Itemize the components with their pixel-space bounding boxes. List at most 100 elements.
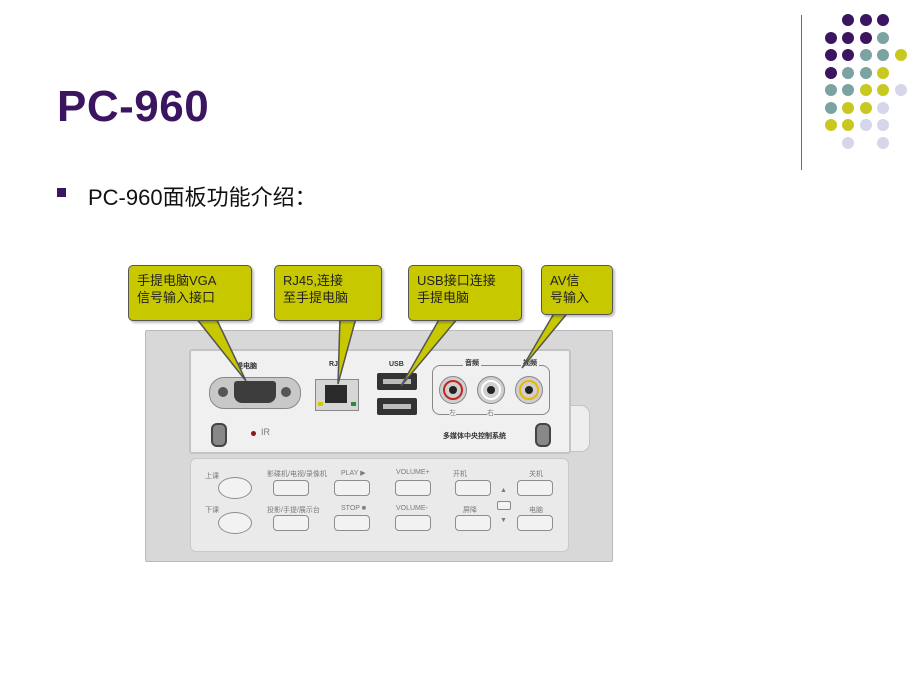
av-source-button[interactable] <box>273 480 309 496</box>
connector-plate: 提电脑 RJ USB 音频 视频 左 右 IR 多媒体中央控制系统 <box>189 349 571 454</box>
usb-contact-icon <box>383 404 411 409</box>
callout-rj45: RJ45,连接 至手提电脑 <box>274 265 382 321</box>
button-label: 开机 <box>453 471 467 478</box>
decorative-dot <box>859 119 872 131</box>
led-icon <box>351 402 356 406</box>
class-start-button[interactable] <box>218 477 252 499</box>
callout-pointer <box>521 309 572 369</box>
class-end-label: 下课 <box>205 507 219 514</box>
video-rca-icon <box>515 376 543 404</box>
decorative-dot <box>877 31 889 44</box>
down-arrow-icon: ▼ <box>500 517 507 524</box>
button-strip: 上课 下课 影碟机/电视/录像机 PLAY ▶ VOLUME+ 开机 关机 投影… <box>190 458 569 552</box>
screen-down-button[interactable] <box>455 515 491 531</box>
panel-screw-icon <box>211 423 227 447</box>
left-channel-label: 左 <box>449 408 456 418</box>
callout-line: 手提电脑VGA <box>137 273 217 288</box>
callout-line: 号输入 <box>550 290 590 305</box>
decorative-dot <box>824 84 837 96</box>
callout-vga: 手提电脑VGA 信号输入接口 <box>128 265 252 321</box>
button-label: STOP ■ <box>341 505 366 512</box>
bullet-marker <box>57 188 66 197</box>
av-input-group: 音频 视频 左 右 <box>432 358 550 418</box>
class-start-label: 上课 <box>205 473 219 480</box>
callout-pointer <box>400 317 460 387</box>
decorative-dot <box>877 136 889 149</box>
vga-screw-icon <box>218 387 228 397</box>
button-label: 影碟机/电视/录像机 <box>267 471 327 478</box>
decorative-dot <box>824 31 837 44</box>
callout-line: 信号输入接口 <box>137 290 216 305</box>
audio-label: 音频 <box>463 358 481 368</box>
button-label: 电脑 <box>529 507 543 514</box>
callout-av: AV信 号输入 <box>541 265 613 315</box>
usb-label: USB <box>389 361 404 368</box>
callout-pointer <box>337 317 357 385</box>
decorative-dot <box>842 31 854 44</box>
decorative-dot <box>859 31 872 44</box>
ir-label: IR <box>261 427 270 437</box>
play-button[interactable] <box>334 480 370 496</box>
decorative-dot <box>859 49 872 61</box>
up-arrow-icon: ▲ <box>500 487 507 494</box>
callout-line: RJ45,连接 <box>283 273 343 288</box>
bullet-text: PC-960面板功能介绍： <box>88 185 317 210</box>
decorative-dot <box>842 84 854 96</box>
projector-source-button[interactable] <box>273 515 309 531</box>
callout-line: 手提电脑 <box>417 290 470 305</box>
vga-socket-icon <box>234 381 276 403</box>
decorative-dot <box>877 84 889 96</box>
decorative-dot <box>842 136 854 149</box>
decorative-dot-grid <box>0 0 920 200</box>
decorative-dot <box>859 66 872 79</box>
button-label: 屏降 <box>463 507 477 514</box>
button-label: PLAY ▶ <box>341 470 366 477</box>
decorative-dot <box>824 49 837 61</box>
volume-down-button[interactable] <box>395 515 431 531</box>
callout-usb: USB接口连接 手提电脑 <box>408 265 522 321</box>
right-channel-label: 右 <box>487 408 494 418</box>
audio-right-rca-icon <box>477 376 505 404</box>
mini-switch[interactable] <box>497 501 511 510</box>
vga-label: 提电脑 <box>236 363 257 370</box>
decorative-dot <box>824 101 837 114</box>
decorative-dot <box>824 119 837 131</box>
computer-button[interactable] <box>517 515 553 531</box>
decorative-dot <box>877 14 889 26</box>
slide-title: PC-960 <box>57 82 210 131</box>
class-end-button[interactable] <box>218 512 252 534</box>
button-label: VOLUME+ <box>396 469 430 476</box>
button-label: 投影/手提/展示台 <box>267 507 320 514</box>
decorative-dot <box>842 101 854 114</box>
decorative-dot <box>877 101 889 114</box>
ir-sensor-icon <box>251 431 256 436</box>
decorative-dot <box>859 84 872 96</box>
led-icon <box>318 402 323 406</box>
brand-label: 多媒体中央控制系统 <box>443 433 506 440</box>
power-off-button[interactable] <box>517 480 553 496</box>
decorative-dot <box>842 66 854 79</box>
button-label: 关机 <box>529 471 543 478</box>
volume-up-button[interactable] <box>395 480 431 496</box>
callout-pointer <box>194 317 247 382</box>
panel-screw-icon <box>535 423 551 447</box>
usb-port-bottom <box>377 398 417 415</box>
stop-button[interactable] <box>334 515 370 531</box>
rj45-port <box>315 379 359 411</box>
usb-contact-icon <box>383 379 411 384</box>
button-label: VOLUME- <box>396 505 428 512</box>
rj45-socket-icon <box>325 385 347 403</box>
audio-left-rca-icon <box>439 376 467 404</box>
decorative-dot <box>842 119 854 131</box>
power-on-button[interactable] <box>455 480 491 496</box>
callout-line: USB接口连接 <box>417 273 496 288</box>
vga-screw-icon <box>281 387 291 397</box>
rj-label: RJ <box>329 361 338 368</box>
divider-line <box>801 15 802 170</box>
callout-line: AV信 <box>550 273 580 288</box>
decorative-dot <box>842 14 854 26</box>
decorative-dot <box>877 119 889 131</box>
decorative-dot <box>877 49 889 61</box>
decorative-dot <box>894 84 907 96</box>
